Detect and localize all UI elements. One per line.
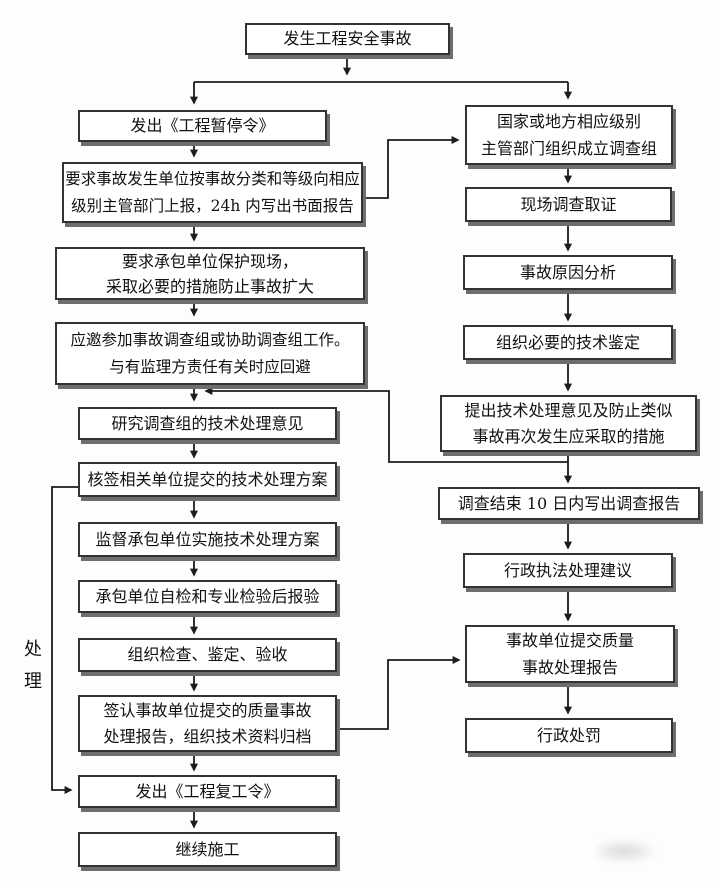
watermark-smudge bbox=[596, 838, 658, 862]
node-cause-analysis: 事故原因分析 bbox=[463, 255, 673, 290]
node-join-investigation-team: 应邀参加事故调查组或协助调查组工作。 与有监理方责任有关时应回避 bbox=[55, 322, 365, 385]
node-supervise-implementation: 监督承包单位实施技术处理方案 bbox=[78, 522, 337, 557]
arrow-bypass-countersign-to-resumption bbox=[51, 486, 78, 794]
node-countersign-accident-report: 签认事故单位提交的质量事故 处理报告，组织技术资料归档 bbox=[78, 695, 337, 752]
node-issue-resumption-order: 发出《工程复工令》 bbox=[78, 775, 337, 808]
node-issue-suspension-order: 发出《工程暂停令》 bbox=[78, 110, 327, 142]
node-report-to-authorities: 要求事故发生单位按事故分类和等级向相应 级别主管部门上报，24h 内写出书面报告 bbox=[62, 162, 363, 223]
arrow-report-to-investigation-team bbox=[363, 136, 460, 199]
node-continue-construction: 继续施工 bbox=[78, 832, 337, 867]
node-study-technical-opinions: 研究调查组的技术处理意见 bbox=[78, 407, 337, 440]
node-propose-measures: 提出技术处理意见及防止类似 事故再次发生应采取的措施 bbox=[440, 395, 697, 452]
node-site-investigation: 现场调查取证 bbox=[465, 187, 672, 222]
node-accident-unit-report: 事故单位提交质量 事故处理报告 bbox=[465, 625, 675, 683]
node-protect-site: 要求承包单位保护现场， 采取必要的措施防止事故扩大 bbox=[55, 247, 365, 300]
node-countersign-technical-plan: 核签相关单位提交的技术处理方案 bbox=[78, 462, 337, 497]
node-enforcement-suggestion: 行政执法处理建议 bbox=[463, 553, 673, 588]
node-organize-inspection-acceptance: 组织检查、鉴定、验收 bbox=[78, 638, 337, 672]
node-administrative-penalty: 行政处罚 bbox=[465, 718, 673, 753]
node-technical-appraisal: 组织必要的技术鉴定 bbox=[463, 325, 673, 360]
arrow-countersign-report-to-unit-report bbox=[337, 656, 461, 730]
node-contractor-self-inspection: 承包单位自检和专业检验后报验 bbox=[78, 580, 337, 613]
node-accident-occurs: 发生工程安全事故 bbox=[245, 23, 450, 55]
node-authority-investigation-team: 国家或地方相应级别 主管部门组织成立调查组 bbox=[465, 105, 673, 165]
side-label-handling: 处 理 bbox=[24, 639, 42, 692]
node-investigation-report: 调查结束 10 日内写出调查报告 bbox=[438, 487, 700, 520]
